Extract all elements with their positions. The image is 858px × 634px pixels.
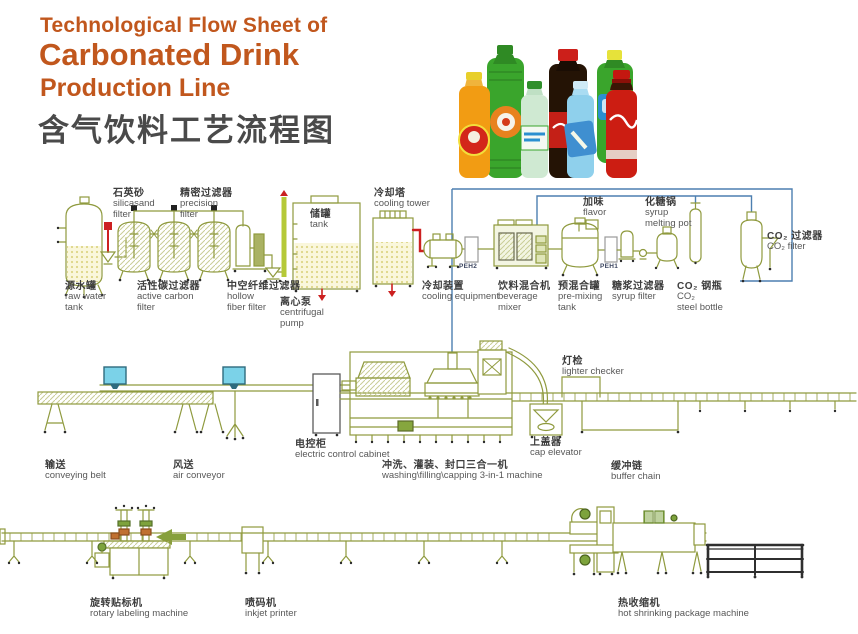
label-syrup-filter: 糖浆过滤器 syrup filter bbox=[612, 281, 665, 302]
valve-icon bbox=[150, 229, 158, 239]
label-flavor: 加味 flavor bbox=[583, 197, 607, 218]
title-line-3: Production Line bbox=[40, 74, 231, 102]
buffer-chain-conveyor bbox=[511, 392, 857, 434]
label-peh1: PEH1 bbox=[600, 263, 619, 270]
label-beverage-mixer: 饮料混合机 beverage mixer bbox=[498, 281, 551, 313]
cooling-equipment bbox=[423, 233, 463, 269]
flavor-doser bbox=[578, 219, 599, 232]
hot-water-pipe bbox=[411, 228, 427, 253]
bottle-sprite-small bbox=[520, 81, 549, 178]
label-air-conveyor: 风送 air conveyor bbox=[173, 460, 225, 481]
riser-pipe bbox=[281, 197, 287, 277]
co2-steel-bottle bbox=[689, 202, 702, 265]
label-hot-shrinking-machine: 热收缩机 hot shrinking package machine bbox=[618, 598, 749, 619]
label-syrup-melting-pot: 化糖锅 syrup melting pot bbox=[645, 197, 692, 229]
label-raw-water-tank: 源水罐 raw water tank bbox=[65, 281, 107, 313]
label-electric-control-cabinet: 电控柜 electric control cabinet bbox=[295, 439, 390, 460]
valve-icon bbox=[190, 229, 198, 239]
bottle-red bbox=[606, 70, 639, 178]
title-line-1: Technological Flow Sheet of bbox=[40, 14, 328, 37]
conveyor-legs bbox=[7, 540, 509, 565]
storage-tank bbox=[292, 195, 361, 301]
title-line-2: Carbonated Drink bbox=[39, 37, 300, 72]
label-cooling-tower: 冷却塔 cooling tower bbox=[374, 188, 430, 209]
packing-table bbox=[705, 543, 805, 579]
cap-chute bbox=[505, 347, 549, 407]
label-hollow-fiber-filter: 中空纤维过滤器 hollow fiber filter bbox=[227, 281, 301, 313]
label-inkjet-printer: 喷码机 inkjet printer bbox=[245, 598, 297, 619]
monitor bbox=[222, 366, 246, 389]
label-rotary-labeling-machine: 旋转贴标机 rotary labeling machine bbox=[90, 598, 189, 619]
monitor bbox=[103, 366, 127, 389]
buffer-chain-frame bbox=[581, 400, 679, 431]
bottle-orange bbox=[458, 72, 490, 178]
cooling-tower bbox=[372, 210, 414, 297]
top-manifold-pipe bbox=[133, 210, 244, 227]
label-silicasand-filter: 石英砂 silicasand filter bbox=[113, 188, 155, 220]
label-pre-mixing-tank: 预混合罐 pre-mixing tank bbox=[558, 281, 603, 313]
title-chinese: 含气饮料工艺流程图 bbox=[38, 113, 335, 148]
syrup-filter bbox=[618, 230, 658, 263]
beverage-mixer bbox=[493, 219, 549, 270]
cap-elevator bbox=[529, 403, 563, 439]
silicasand-filter-vessel bbox=[117, 205, 151, 282]
centrifugal-pump bbox=[264, 267, 283, 283]
inkjet-printer bbox=[241, 526, 264, 575]
hollow-fiber-filter bbox=[232, 224, 273, 273]
conveying-belt bbox=[37, 391, 225, 434]
flow-arrow-left bbox=[156, 529, 186, 545]
pre-mixing-tank bbox=[561, 217, 599, 277]
co2-blue-pipes bbox=[447, 188, 793, 365]
label-storage-tank: 储罐 tank bbox=[310, 209, 331, 230]
precision-filter-vessel bbox=[197, 205, 231, 282]
air-conveyor-rail bbox=[99, 384, 353, 392]
label-active-carbon-filter: 活性碳过滤器 active carbon filter bbox=[137, 281, 200, 313]
label-washing-machine: 冲洗、灌装、封口三合一机 washing\filling\capping 3-i… bbox=[382, 460, 543, 481]
peh1-unit bbox=[604, 236, 618, 263]
label-peh2: PEH2 bbox=[459, 263, 478, 270]
label-co2-filter: CO₂ 过滤器 CO₂ filter bbox=[767, 231, 823, 252]
hot-shrinking-machine bbox=[569, 506, 706, 576]
water-treatment-row bbox=[56, 190, 288, 299]
label-cooling-equipment: 冷却装置 cooling equipment bbox=[422, 281, 500, 302]
label-co2-steel-bottle: CO₂ 钢瓶 CO₂ steel bottle bbox=[677, 281, 723, 313]
label-buffer-chain: 缓冲链 buffer chain bbox=[611, 461, 661, 482]
label-conveying-belt: 输送 conveying belt bbox=[45, 460, 106, 481]
lighter-checker-box bbox=[561, 376, 601, 398]
mixing-row bbox=[423, 202, 780, 283]
label-centrifugal-pump: 离心泵 centrifugal pump bbox=[280, 297, 324, 329]
raw-water-tank bbox=[56, 196, 104, 299]
washing-filling-capping-machine bbox=[339, 340, 549, 444]
label-cap-elevator: 上盖器 cap elevator bbox=[530, 437, 582, 458]
bottle-green-large-left bbox=[487, 45, 524, 178]
product-bottles-photo bbox=[458, 45, 639, 178]
peh2-unit bbox=[464, 236, 479, 263]
bottle-blue bbox=[564, 81, 597, 178]
active-carbon-filter-vessel bbox=[157, 205, 191, 282]
label-precision-filter: 精密过滤器 precision filter bbox=[180, 188, 233, 220]
middle-conveyor-row bbox=[37, 340, 857, 444]
label-lighter-checker: 灯检 lighter checker bbox=[562, 356, 624, 377]
bottom-conveyor-row bbox=[0, 504, 805, 580]
flow-arrow-up bbox=[280, 190, 288, 196]
electric-control-cabinet bbox=[312, 373, 341, 437]
tank-group bbox=[292, 195, 427, 301]
rotary-labeling-machine bbox=[94, 504, 171, 580]
co2-filter-vessel bbox=[740, 211, 780, 283]
syrup-melting-pot bbox=[654, 226, 680, 270]
